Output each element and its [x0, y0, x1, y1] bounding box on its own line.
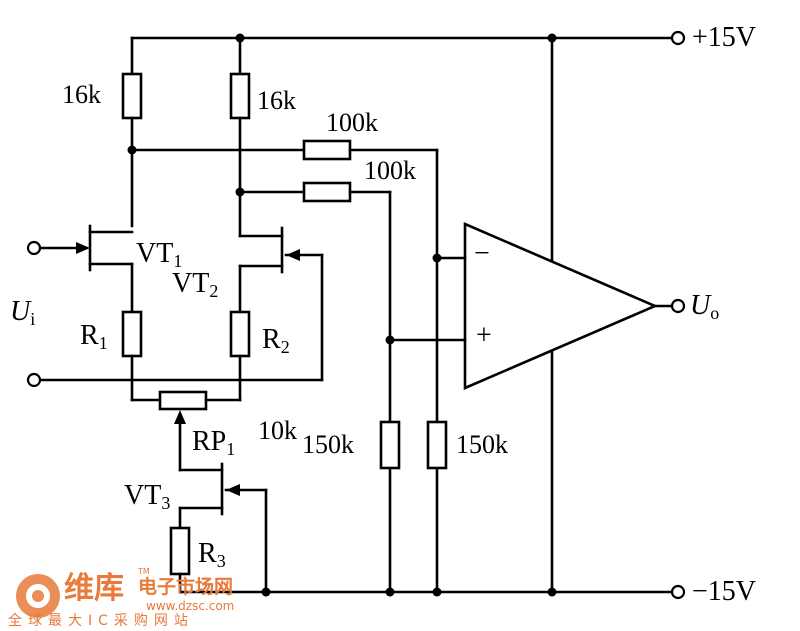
vt2-label: VT2	[172, 268, 219, 301]
resistor-16k-right	[229, 72, 251, 120]
resistor-label-16k-left: 16k	[62, 80, 101, 109]
input-terminal-top	[26, 240, 42, 256]
resistor-label-100k-bottom: 100k	[364, 156, 416, 185]
r1-label: R1	[80, 320, 108, 353]
opamp-minus-sign: −	[474, 238, 490, 269]
output-terminal	[670, 298, 686, 314]
resistor-150k-left	[379, 420, 401, 470]
wiper-arrow	[174, 410, 186, 424]
resistor-r1	[121, 310, 143, 358]
watermark-site-name: 电子市场网	[138, 576, 234, 598]
input-terminal-bottom	[26, 372, 42, 388]
output-voltage-label: Uo	[690, 290, 720, 323]
resistor-16k-left	[121, 72, 143, 120]
resistor-100k-bottom	[302, 181, 352, 203]
watermark-slogan: 全球最大IC采购网站	[8, 613, 194, 629]
resistor-150k-right	[426, 420, 448, 470]
positive-terminal	[670, 30, 686, 46]
junction-dot	[547, 33, 557, 43]
opamp-plus-sign: +	[476, 320, 492, 351]
resistor-label-100k-top: 100k	[326, 108, 378, 137]
vt3-label: VT3	[124, 480, 171, 513]
potentiometer-value-label: 10k	[258, 416, 297, 445]
resistor-r2	[229, 310, 251, 358]
resistor-label-150k-right: 150k	[456, 430, 508, 459]
resistor-100k-top	[302, 139, 352, 161]
resistor-label-16k-right: 16k	[257, 86, 296, 115]
resistor-r3	[169, 526, 191, 576]
watermark-tm: TM	[138, 567, 150, 576]
rp1-label: RP1	[192, 426, 236, 459]
junction-dot	[235, 187, 245, 197]
input-voltage-label: Ui	[10, 296, 36, 329]
positive-supply-label: +15V	[692, 22, 757, 53]
r2-label: R2	[262, 324, 290, 357]
vt1-gate-arrow	[76, 242, 90, 254]
vt2-gate-arrow	[286, 249, 300, 261]
opamp	[463, 222, 659, 390]
watermark-brand: 维库	[64, 571, 124, 606]
junction-dot	[385, 335, 395, 345]
junction-dot	[127, 145, 137, 155]
junction-dot	[547, 587, 557, 597]
watermark-logo	[16, 574, 60, 618]
vt1-label: VT1	[136, 238, 183, 271]
resistor-label-150k-left: 150k	[302, 430, 354, 459]
junction-dot	[432, 253, 442, 263]
junction-dot	[261, 587, 271, 597]
negative-terminal	[670, 584, 686, 600]
vt3-gate-arrow	[226, 484, 240, 496]
negative-supply-label: −15V	[692, 576, 757, 607]
watermark-url: www.dzsc.com	[146, 599, 235, 613]
r3-label: R3	[198, 538, 226, 571]
junction-dot	[385, 587, 395, 597]
junction-dot	[432, 587, 442, 597]
potentiometer-rp1	[158, 390, 208, 411]
junction-dot	[235, 33, 245, 43]
